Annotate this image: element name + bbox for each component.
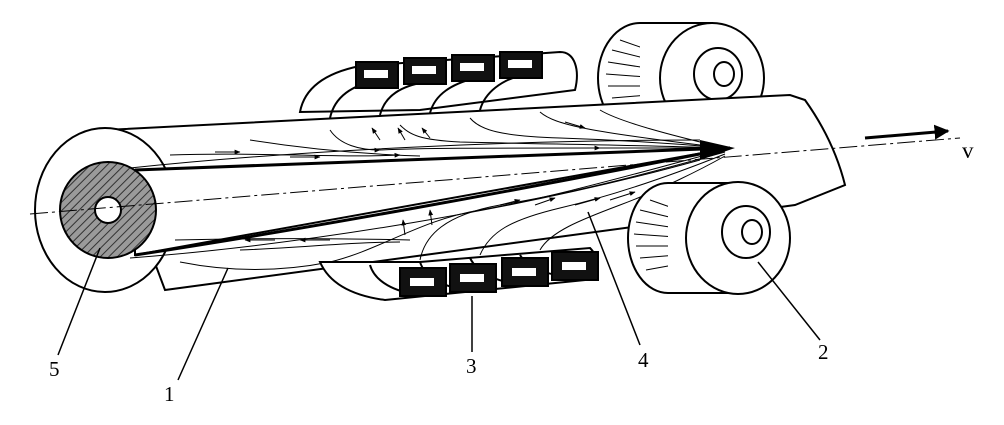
weld-vee-point bbox=[700, 140, 735, 160]
leader-lines bbox=[58, 212, 820, 380]
center-axis-line bbox=[30, 138, 960, 214]
leader-5 bbox=[58, 248, 100, 355]
coil-block-upper-4 bbox=[500, 52, 542, 78]
leader-4 bbox=[588, 212, 640, 345]
label-part-1: 1 bbox=[164, 382, 175, 406]
label-part-4: 4 bbox=[638, 348, 649, 372]
label-part-3: 3 bbox=[466, 354, 477, 378]
upper-induction-coil bbox=[300, 52, 577, 118]
label-part-2: 2 bbox=[818, 340, 829, 364]
current-flow-lines bbox=[170, 110, 725, 270]
label-velocity: v bbox=[962, 138, 974, 163]
lower-squeeze-roller bbox=[628, 182, 790, 294]
velocity-arrow bbox=[865, 124, 950, 140]
leader-1 bbox=[178, 268, 228, 380]
label-part-5: 5 bbox=[49, 357, 60, 381]
mandrel-ferrite-core bbox=[60, 162, 156, 258]
leader-2 bbox=[758, 262, 820, 340]
lower-induction-coil bbox=[320, 248, 598, 300]
